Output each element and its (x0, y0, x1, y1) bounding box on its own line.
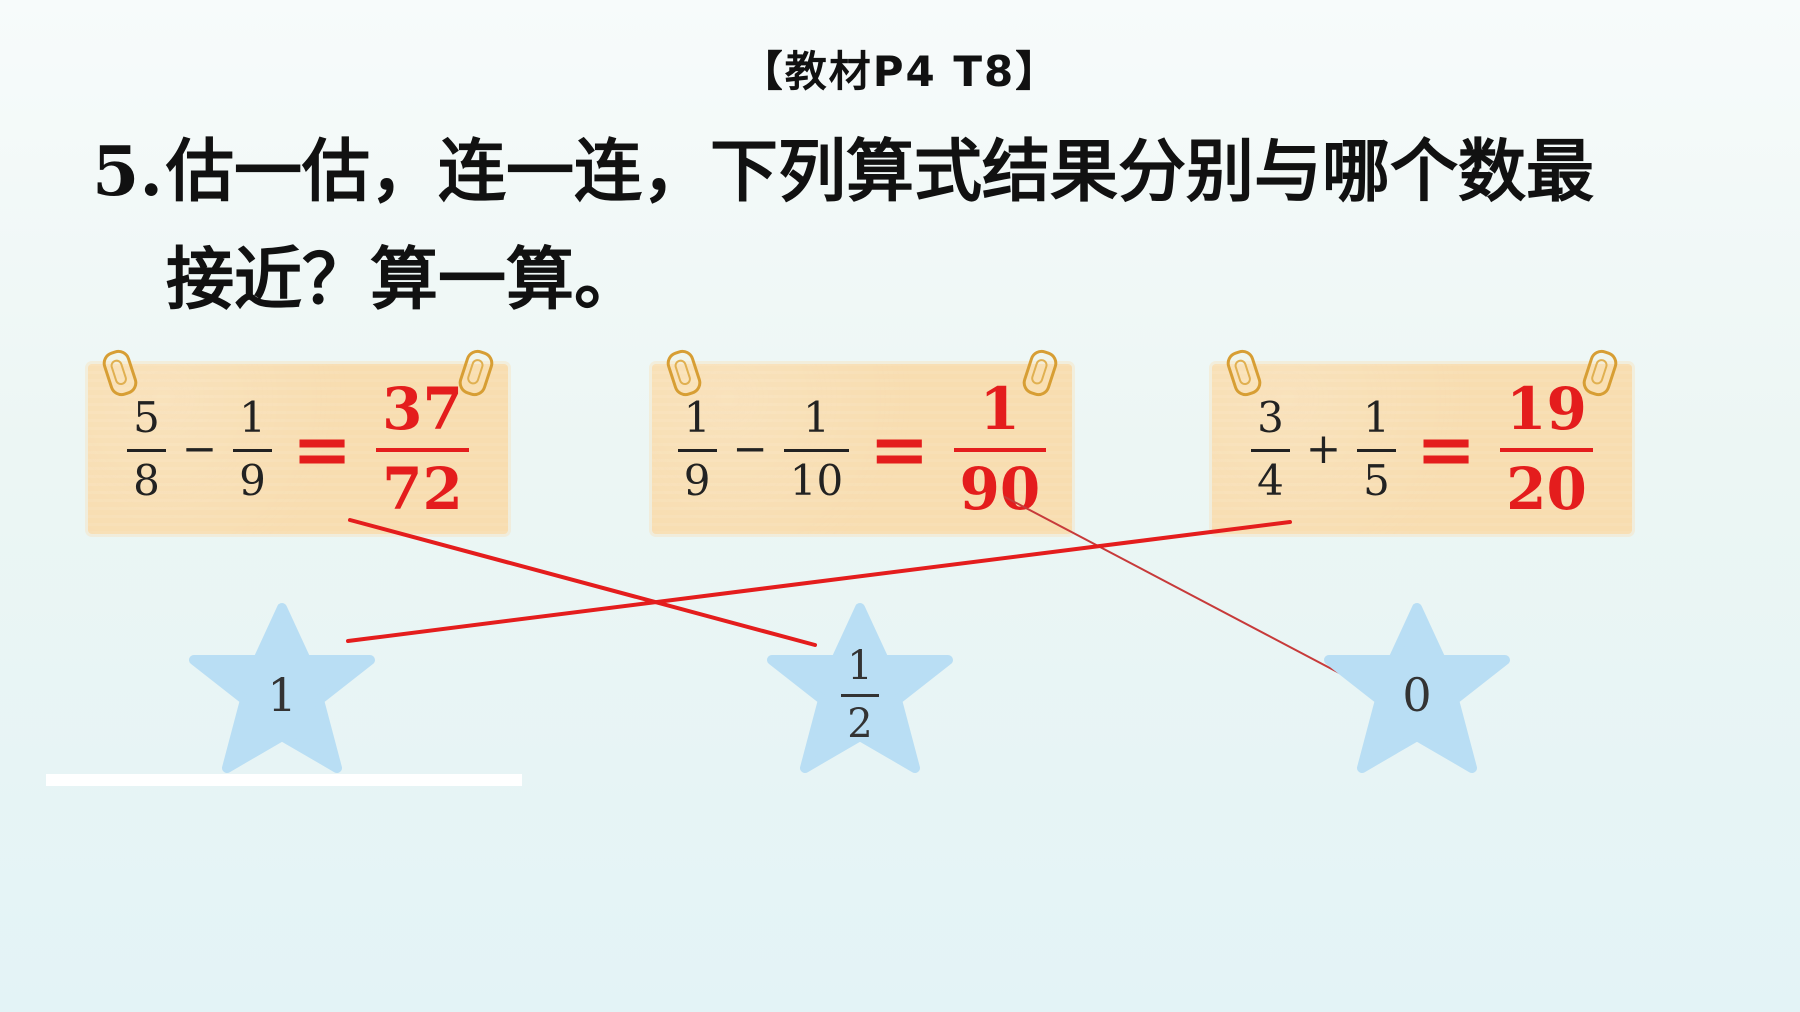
question-number: 5. (92, 132, 163, 212)
half-fraction: 1 2 (841, 643, 879, 747)
fraction-denominator: 9 (683, 455, 711, 505)
fraction-denominator: 4 (1257, 455, 1284, 505)
answer-bar (376, 448, 469, 452)
fraction-bar (783, 448, 850, 452)
fraction-numerator: 1 (239, 392, 266, 442)
equals-sign: = (291, 406, 353, 491)
question-line-2: 接近？算一算。 (166, 241, 643, 320)
answer-denominator: 72 (382, 455, 463, 523)
answer-denominator: 20 (1506, 455, 1587, 523)
operator: − (732, 424, 768, 473)
fraction-bar (1251, 448, 1290, 452)
question-line-1: 5.估一估，连一连，下列算式结果分别与哪个数最 (92, 118, 1712, 227)
fraction-right: 1 5 (1357, 392, 1396, 505)
star-icon (189, 603, 375, 773)
star-icon (1324, 603, 1510, 773)
answer-fraction: 1 90 (953, 375, 1047, 523)
equation-card-2: 1 9 − 1 10 = 1 90 (652, 346, 1072, 534)
fraction-bar (127, 448, 166, 452)
answer-fraction: 37 72 (376, 380, 469, 518)
answer-bar (1500, 448, 1593, 452)
operator: + (1305, 424, 1342, 473)
fraction-numerator: 5 (133, 392, 160, 442)
half-denominator: 2 (847, 701, 873, 747)
equals-sign: = (869, 406, 930, 491)
target-star-half: 1 2 (760, 600, 960, 790)
textbook-reference: 【教材P4 T8】 (740, 47, 1060, 96)
fraction-bar (1357, 448, 1396, 452)
fraction-left: 1 9 (677, 392, 717, 505)
fraction-right: 1 10 (783, 392, 850, 505)
fraction-left: 5 8 (127, 392, 166, 505)
operator: − (181, 424, 218, 473)
fraction-denominator: 10 (789, 455, 844, 505)
equation-card-1: 5 8 − 1 9 = 37 72 (88, 346, 508, 534)
star-icon (767, 603, 953, 773)
target-star-zero: 0 (1317, 600, 1517, 790)
target-value-one: 1 (267, 668, 297, 722)
answer-bar (953, 448, 1047, 452)
fraction-numerator: 1 (1363, 392, 1390, 442)
fraction-bar (233, 448, 272, 452)
half-bar (841, 694, 879, 697)
fraction-bar (677, 448, 717, 452)
fraction-right: 1 9 (233, 392, 272, 505)
half-numerator: 1 (847, 643, 873, 689)
fraction-numerator: 1 (803, 392, 830, 442)
equals-sign: = (1415, 406, 1477, 491)
match-line-1 (348, 518, 817, 647)
target-star-one: 1 (182, 600, 382, 790)
fraction-numerator: 3 (1257, 392, 1284, 442)
fraction-numerator: 1 (683, 392, 711, 442)
question-line-1-text: 估一估，连一连，下列算式结果分别与哪个数最 (166, 133, 1595, 212)
target-value-zero: 0 (1402, 668, 1432, 722)
fraction-left: 3 4 (1251, 392, 1290, 505)
answer-denominator: 90 (959, 455, 1041, 523)
fraction-denominator: 9 (239, 455, 266, 505)
answer-numerator: 1 (979, 375, 1021, 443)
fraction-denominator: 5 (1363, 455, 1390, 505)
equation-expression-3: 3 4 + 1 5 = 19 20 (1212, 364, 1632, 534)
question-text: 5.估一估，连一连，下列算式结果分别与哪个数最 接近？算一算。 (92, 118, 1712, 335)
fraction-denominator: 8 (133, 455, 160, 505)
answer-numerator: 19 (1506, 375, 1587, 443)
answer-fraction: 19 20 (1500, 380, 1593, 518)
white-strip (46, 774, 522, 786)
equation-expression-2: 1 9 − 1 10 = 1 90 (652, 364, 1072, 534)
target-value-half: 1 2 (760, 600, 960, 790)
equation-card-3: 3 4 + 1 5 = 19 20 (1212, 346, 1632, 534)
equation-expression-1: 5 8 − 1 9 = 37 72 (88, 364, 508, 534)
answer-numerator: 37 (382, 375, 463, 443)
